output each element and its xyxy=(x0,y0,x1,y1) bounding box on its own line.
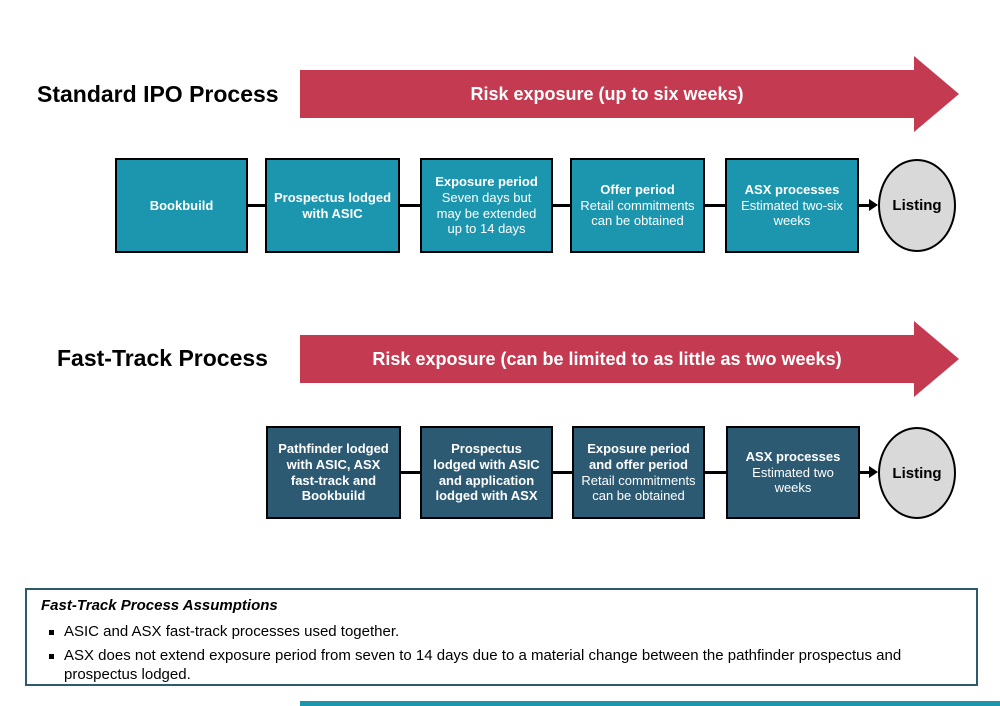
assumption-item: ASX does not extend exposure period from… xyxy=(41,647,962,685)
step-title: Prospectus lodged with ASIC xyxy=(273,189,392,221)
bullet-marker-icon xyxy=(49,630,54,635)
connector-line xyxy=(553,204,570,207)
connector-line xyxy=(553,471,572,474)
step-box-asx-processes: ASX processes Estimated two-six weeks xyxy=(725,158,859,253)
connector-arrowhead-icon xyxy=(869,199,878,211)
step-detail: Seven days but may be extended up to 14 … xyxy=(436,189,537,237)
listing-terminator-fast-track: Listing xyxy=(878,427,956,519)
terminal-label: Listing xyxy=(892,464,942,482)
connector-line xyxy=(860,471,870,474)
step-detail: Estimated two weeks xyxy=(752,464,834,496)
step-title: ASX processes xyxy=(744,181,840,197)
risk-arrow-label-standard: Risk exposure (up to six weeks) xyxy=(470,84,744,104)
step-title: Exposure period xyxy=(435,173,538,189)
step-box-bookbuild: Bookbuild xyxy=(115,158,248,253)
standard-process-title: Standard IPO Process xyxy=(37,81,279,107)
assumptions-box: Fast-Track Process Assumptions ASIC and … xyxy=(25,588,978,686)
arrow-head-icon xyxy=(914,321,959,397)
arrow-body xyxy=(300,70,914,118)
step-detail: Retail commitments can be obtained xyxy=(580,197,695,229)
assumption-text: ASX does not extend exposure period from… xyxy=(64,646,902,683)
step-title: Exposure period and offer period xyxy=(587,440,690,472)
step-title: Offer period xyxy=(600,181,675,197)
bullet-marker-icon xyxy=(49,653,54,659)
connector-line xyxy=(705,204,725,207)
assumption-item: ASIC and ASX fast-track processes used t… xyxy=(41,623,962,642)
risk-arrow-label-fast-track: Risk exposure (can be limited to as litt… xyxy=(372,349,842,369)
arrow-body xyxy=(300,335,914,383)
step-detail: Retail commitments can be obtained xyxy=(581,472,696,504)
step-title: ASX processes xyxy=(745,448,841,464)
listing-terminator-standard: Listing xyxy=(878,159,956,252)
connector-arrowhead-icon xyxy=(869,466,878,478)
connector-line xyxy=(400,204,420,207)
step-box-asx-processes-fast: ASX processes Estimated two weeks xyxy=(726,426,860,519)
step-box-prospectus-application: Prospectus lodged with ASIC and applicat… xyxy=(420,426,553,519)
step-box-pathfinder: Pathfinder lodged with ASIC, ASX fast-tr… xyxy=(266,426,401,519)
connector-line xyxy=(859,204,870,207)
step-box-offer-period: Offer period Retail commitments can be o… xyxy=(570,158,705,253)
step-title: Bookbuild xyxy=(149,197,214,213)
connector-line xyxy=(401,471,420,474)
footer-accent-bar xyxy=(300,701,1000,706)
step-title: Pathfinder lodged with ASIC, ASX fast-tr… xyxy=(278,440,389,504)
arrow-head-icon xyxy=(914,56,959,132)
connector-line xyxy=(248,204,265,207)
step-box-exposure-period: Exposure period Seven days but may be ex… xyxy=(420,158,553,253)
fast-track-process-title: Fast-Track Process xyxy=(57,345,268,371)
risk-arrow-standard: Risk exposure (up to six weeks) xyxy=(300,56,960,132)
connector-line xyxy=(705,471,726,474)
step-box-exposure-offer-period: Exposure period and offer period Retail … xyxy=(572,426,705,519)
step-title: Prospectus lodged with ASIC and applicat… xyxy=(433,440,540,504)
step-detail: Estimated two-six weeks xyxy=(741,197,843,229)
assumptions-title: Fast-Track Process Assumptions xyxy=(41,597,278,614)
assumption-text: ASIC and ASX fast-track processes used t… xyxy=(64,623,400,640)
step-box-prospectus-lodged: Prospectus lodged with ASIC xyxy=(265,158,400,253)
terminal-label: Listing xyxy=(892,197,942,214)
risk-arrow-fast-track: Risk exposure (can be limited to as litt… xyxy=(300,321,960,397)
